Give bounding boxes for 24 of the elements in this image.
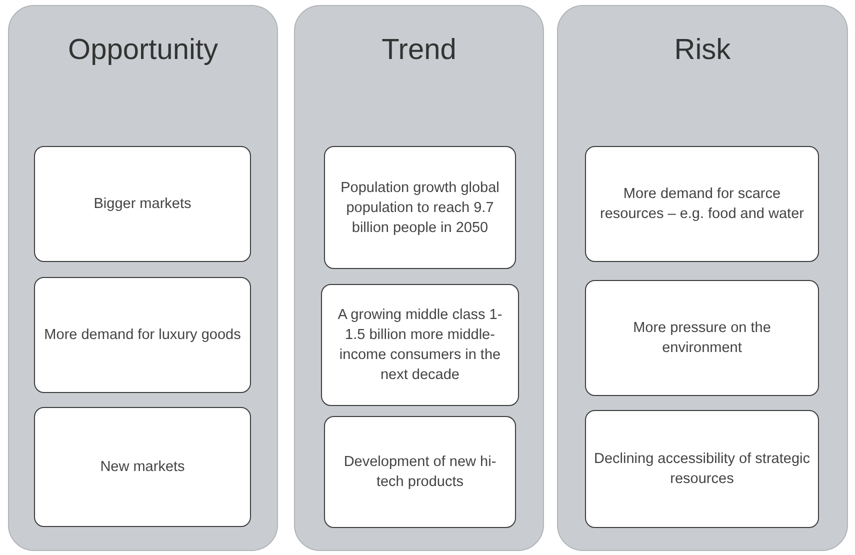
- column-heading: Trend: [380, 34, 458, 67]
- column-panel: [294, 5, 544, 551]
- box-text: More demand for luxury goods: [44, 326, 241, 345]
- box-text: More demand for scarce resources – e.g. food and water: [599, 185, 805, 224]
- text-box: [324, 146, 516, 269]
- column-panel: [557, 5, 848, 551]
- box-text: Declining accessibility of strategic resources: [593, 450, 811, 489]
- box-text: Development of new hi-tech products: [342, 453, 498, 492]
- column-panel: [8, 5, 278, 551]
- box-text: More pressure on the environment: [632, 319, 772, 358]
- column-heading: Opportunity: [67, 34, 219, 67]
- text-box: [324, 416, 516, 528]
- box-text: Bigger markets: [94, 195, 192, 214]
- text-box: [585, 280, 819, 396]
- text-box: [34, 407, 251, 527]
- box-text: A growing middle class 1-1.5 billion more middle-income consumers in the next decade: [336, 306, 504, 385]
- text-box: [585, 410, 819, 528]
- box-text: Population growth global population to reach 9.7 billion people in 2050: [340, 178, 500, 238]
- text-box: [34, 277, 251, 393]
- column-heading: Risk: [673, 34, 732, 67]
- box-text: New markets: [100, 458, 185, 477]
- text-box: [321, 284, 519, 406]
- text-box: [34, 146, 251, 262]
- text-box: [585, 146, 819, 262]
